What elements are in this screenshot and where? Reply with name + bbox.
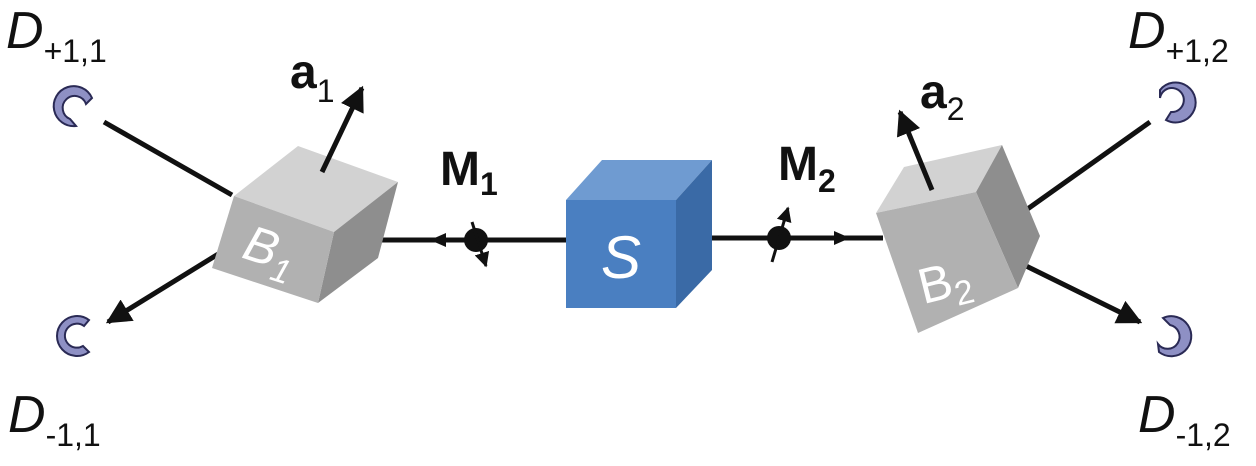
b1-side — [318, 182, 398, 303]
beam-b1-to-dminus11 — [105, 245, 230, 325]
source-cube-front — [566, 200, 676, 308]
detector-dminus11 — [56, 315, 91, 357]
source-label: S — [601, 224, 641, 291]
beam-arrow-left — [430, 233, 446, 247]
dminus12-sub: -1,2 — [1176, 417, 1231, 453]
moment-m2-vector — [770, 206, 792, 263]
axis-a2-sub: 2 — [947, 91, 965, 127]
dplus12-main: D — [1128, 2, 1166, 60]
dminus11-sub: -1,1 — [46, 417, 101, 453]
detector-dminus12-label: D-1,2 — [1138, 386, 1231, 453]
source-cube: S — [566, 160, 712, 308]
beam-b2-to-dplus12 — [1010, 119, 1152, 223]
detector-dplus12 — [1159, 81, 1197, 124]
dplus11-main: D — [6, 2, 44, 60]
axis-a1-arrow — [319, 85, 365, 174]
detector-dminus12 — [1156, 315, 1193, 358]
beam-arrow-right — [834, 231, 850, 245]
dminus12-main: D — [1138, 386, 1176, 444]
dminus11-main: D — [8, 386, 46, 444]
axis-a1-sub: 1 — [317, 73, 335, 109]
moment-m1-sub: 1 — [480, 166, 498, 202]
dplus11-sub: +1,1 — [44, 33, 107, 69]
detector-dminus11-label: D-1,1 — [8, 386, 101, 453]
moment-m2-main: M — [778, 138, 818, 191]
moment-m1-label: M1 — [440, 143, 498, 202]
beam-b1-to-dplus11 — [102, 119, 234, 198]
b1-top — [234, 146, 398, 232]
b2-side — [976, 145, 1040, 288]
beam-lines — [102, 119, 1152, 325]
source-cube-side — [676, 160, 712, 308]
axis-a2-arrow — [896, 109, 935, 191]
axis-a1-main: a — [290, 46, 317, 99]
axis-a2-label: a2 — [920, 66, 965, 127]
beamsplitter-b1: B1 — [212, 146, 398, 303]
axis-a2-main: a — [920, 66, 947, 119]
detector-dplus12-label: D+1,2 — [1128, 2, 1229, 69]
detector-dplus11-label: D+1,1 — [6, 2, 107, 69]
b1-front — [212, 196, 334, 303]
moment-m1-main: M — [440, 143, 480, 196]
moment-m2-marker — [767, 206, 792, 263]
b1-label: B1 — [234, 214, 304, 292]
detector-dplus11 — [52, 85, 94, 128]
moment-m2-sub: 2 — [818, 163, 836, 199]
b2-top — [876, 145, 1002, 213]
b2-front — [876, 192, 1018, 333]
source-cube-top — [566, 160, 712, 200]
beamsplitter-b2: B2 — [876, 145, 1040, 333]
beam-b2-to-dminus12 — [1016, 259, 1143, 325]
dplus12-sub: +1,2 — [1166, 33, 1229, 69]
moment-m2-label: M2 — [778, 138, 836, 199]
detectors — [52, 81, 1197, 358]
axis-a1-label: a1 — [290, 46, 335, 109]
moment-m1-vector — [470, 221, 490, 268]
moment-m1-dot — [464, 228, 488, 252]
moment-m1-marker — [464, 221, 490, 268]
